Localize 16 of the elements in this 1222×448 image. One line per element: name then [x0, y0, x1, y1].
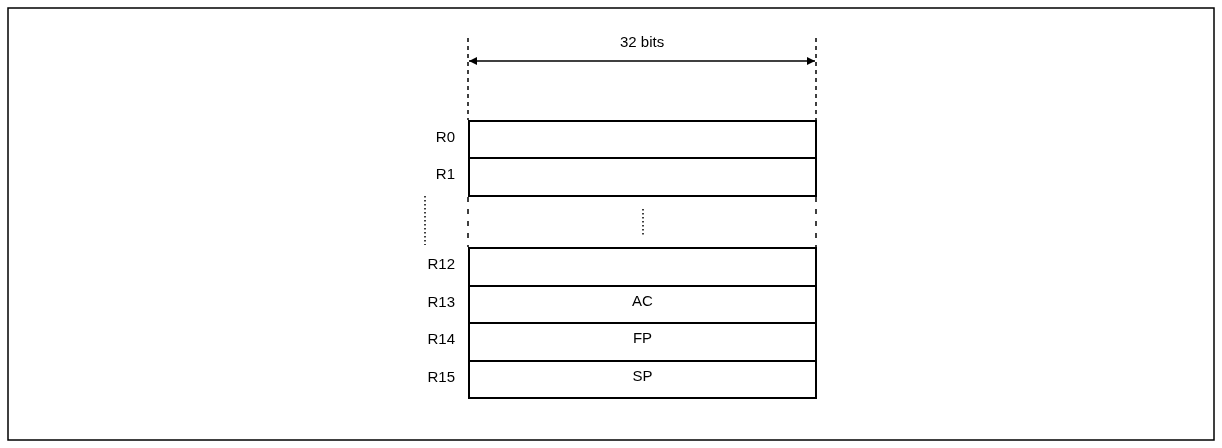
register-box [468, 285, 817, 324]
register-name: R12 [426, 256, 455, 272]
register-label: SP [632, 368, 653, 384]
register-name: R13 [426, 294, 455, 310]
register-box [468, 360, 817, 399]
register-name: R14 [426, 331, 455, 347]
register-name: R15 [426, 369, 455, 385]
register-box [468, 120, 817, 159]
register-box [468, 157, 817, 197]
register-name: R1 [434, 166, 455, 182]
register-label: AC [632, 293, 653, 309]
register-box [468, 247, 817, 287]
register-label: FP [632, 330, 653, 346]
register-name: R0 [434, 129, 455, 145]
register-box [468, 322, 817, 362]
dimension-label: 32 bits [620, 34, 665, 50]
